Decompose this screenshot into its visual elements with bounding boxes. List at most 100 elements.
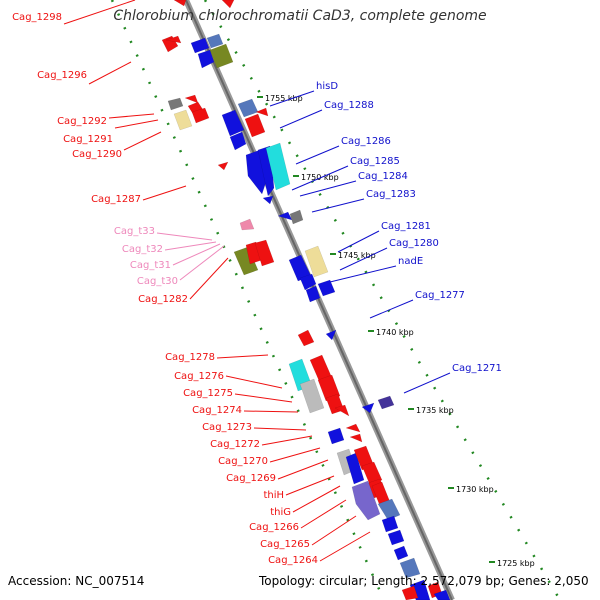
gene-label-leader	[369, 299, 414, 319]
gene-feature-red	[184, 94, 199, 104]
gene-feature-red	[254, 239, 275, 267]
gene-feature-blue	[433, 589, 451, 600]
gene-feature-red	[401, 585, 419, 600]
gene-label-leader	[123, 131, 162, 151]
gene-label-left: Cag_1276	[174, 371, 224, 382]
gene-feature-red	[349, 433, 363, 443]
gene-label-leader	[295, 145, 340, 165]
gene-feature-steel-blue	[237, 98, 259, 118]
gene-feature-red	[317, 374, 341, 402]
gene-feature-red	[221, 0, 235, 9]
gene-label-leader	[277, 459, 329, 480]
gene-feature-gray	[289, 209, 304, 225]
gene-label-leader	[114, 119, 159, 129]
genome-backbone-core	[185, 0, 453, 600]
gene-feature-blue	[277, 211, 293, 221]
gene-label-left: Cag_t33	[114, 226, 155, 237]
gene-feature-red	[217, 161, 229, 171]
gene-label-leader	[300, 499, 347, 529]
gene-label-left: Cag_1274	[192, 405, 242, 416]
gene-label-left: Cag_1287	[91, 194, 141, 205]
gene-feature-steel-blue	[399, 557, 421, 579]
gene-feature-olive	[209, 43, 234, 69]
gene-label-right: Cag_1284	[358, 171, 408, 182]
gene-label-leader	[234, 393, 293, 403]
gene-feature-red	[345, 423, 361, 433]
gene-label-leader	[261, 435, 313, 446]
gene-label-leader	[339, 247, 388, 271]
gene-feature-red	[173, 0, 187, 7]
gene-feature-steel-blue	[377, 498, 401, 521]
gene-feature-navy	[377, 395, 395, 410]
gene-feature-blue	[197, 49, 215, 69]
kbp-label: 1745 kbp	[338, 251, 376, 260]
gene-label-left: Cag_1264	[268, 555, 318, 566]
gene-label-leader	[299, 180, 357, 197]
gene-label-leader	[403, 372, 451, 394]
gene-label-leader	[269, 447, 321, 463]
gene-feature-red	[165, 35, 182, 44]
gene-feature-khaki	[304, 245, 329, 278]
gene-feature-red	[361, 461, 383, 486]
gene-label-left: Cag_t31	[130, 260, 171, 271]
topology-text: Topology: circular; Length: 2,572,079 bp…	[259, 574, 589, 588]
gene-label-leader	[216, 354, 269, 359]
genome-title: Chlorobium chlorochromatii CaD3, complet…	[113, 8, 487, 24]
gene-feature-light-gray	[299, 378, 325, 414]
gene-label-left: Cag_1275	[183, 388, 233, 399]
gene-label-leader	[311, 515, 357, 546]
gene-label-right: nadE	[398, 256, 423, 267]
gene-label-left: Cag_t32	[122, 244, 163, 255]
gene-label-leader	[225, 375, 283, 389]
gene-label-left: Cag_1278	[165, 352, 215, 363]
kbp-label: 1735 kbp	[416, 406, 454, 415]
gene-feature-blue	[229, 131, 247, 151]
gene-label-left: Cag_1291	[63, 134, 113, 145]
gene-label-left: Cag_1296	[37, 70, 87, 81]
gene-label-leader	[329, 265, 397, 283]
gene-feature-blue	[327, 427, 345, 445]
gene-feature-blue	[387, 529, 405, 546]
gene-feature-blue	[317, 279, 336, 297]
gene-label-left: Cag_1290	[72, 149, 122, 160]
gene-feature-red	[244, 113, 266, 138]
gene-label-leader	[269, 90, 315, 107]
gene-feature-blue	[262, 195, 274, 205]
gene-label-leader	[172, 243, 221, 266]
gene-label-left: Cag_1270	[218, 456, 268, 467]
kbp-label: 1725 kbp	[497, 559, 535, 568]
gene-label-right: Cag_1280	[389, 238, 439, 249]
gene-label-left: Cag_t30	[137, 276, 178, 287]
gene-label-right: Cag_1285	[350, 156, 400, 167]
gene-label-left: Cag_1272	[210, 439, 260, 450]
gene-feature-blue	[221, 109, 245, 137]
gene-feature-blue	[305, 285, 321, 303]
gene-feature-olive	[233, 246, 259, 276]
gene-label-right: hisD	[316, 81, 338, 92]
gene-feature-blue	[325, 329, 337, 341]
gene-feature-pink	[239, 218, 255, 231]
gene-label-left: Cag_1292	[57, 116, 107, 127]
gene-label-leader	[243, 410, 299, 413]
gene-feature-cyan	[265, 142, 291, 191]
gene-feature-khaki	[173, 109, 193, 131]
gene-feature-blue	[381, 515, 399, 533]
gene-label-left: Cag_1269	[226, 473, 276, 484]
gene-label-leader	[253, 427, 307, 431]
gene-label-right: Cag_1277	[415, 290, 465, 301]
gene-label-leader	[164, 241, 217, 251]
gene-label-left: Cag_1266	[249, 522, 299, 533]
gene-label-right: Cag_1283	[366, 189, 416, 200]
gene-label-right: Cag_1281	[381, 221, 431, 232]
accession-text: Accession: NC_007514	[8, 574, 145, 588]
gene-label-left: Cag_1265	[260, 539, 310, 550]
gene-label-leader	[63, 0, 136, 25]
gene-label-leader	[292, 485, 341, 513]
gene-label-leader	[142, 185, 187, 201]
kbp-label: 1750 kbp	[301, 173, 339, 182]
gene-label-left: Cag_1282	[138, 294, 188, 305]
gene-label-left: Cag_1273	[202, 422, 252, 433]
gene-label-leader	[179, 245, 225, 281]
